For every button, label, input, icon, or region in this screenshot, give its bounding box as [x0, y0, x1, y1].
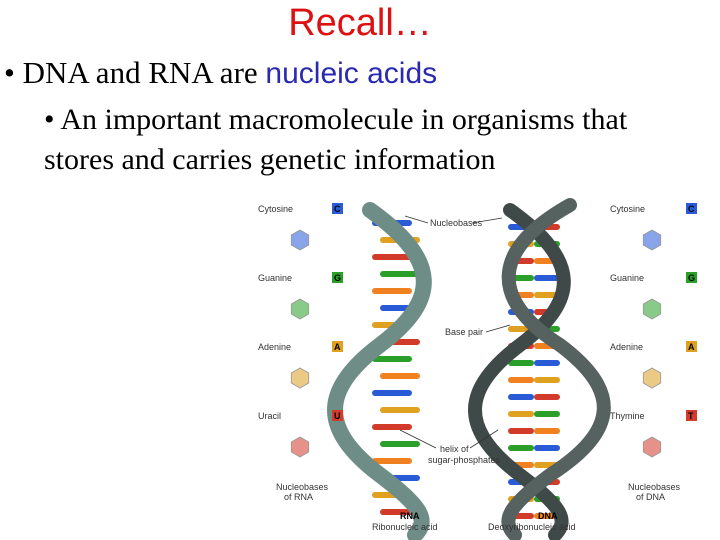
nucleobase-molecule: [642, 436, 662, 458]
dna-base-rung: [508, 360, 534, 366]
nucleobase-letter: A: [334, 342, 341, 352]
nucleobase-letter: C: [334, 204, 341, 214]
rna-base-rungs: [372, 220, 420, 515]
nucleobase-letter: U: [334, 411, 341, 421]
rna-base-rung: [372, 458, 412, 464]
rna-base-rung: [372, 288, 412, 294]
dna-base-rung: [534, 360, 560, 366]
rna-nucleobases-label: Nucleobases: [276, 482, 329, 492]
nucleobases-label: Nucleobases: [430, 218, 483, 228]
dna-full-label: Deoxyribonucleic acid: [488, 522, 576, 532]
nucleobase-badge: [332, 410, 343, 421]
dna-base-rung: [534, 377, 560, 383]
dna-base-rung: [534, 394, 560, 400]
rna-full-label: Ribonucleic acid: [372, 522, 438, 532]
helix-label: helix of: [440, 444, 469, 454]
nucleobase-badge: [686, 272, 697, 283]
nucleobase-name: Uracil: [258, 411, 281, 421]
dna-nucleobase-thymine: Thymine T: [610, 410, 697, 458]
dna-nucleobases-label: Nucleobases: [628, 482, 681, 492]
nucleobase-badge: [686, 410, 697, 421]
dna-nucleobase-adenine: Adenine A: [610, 341, 697, 389]
rna-nucleobases-label-2: of RNA: [284, 492, 313, 502]
nucleobase-molecule: [290, 298, 310, 320]
dna-base-rung: [534, 411, 560, 417]
dna-base-rung: [508, 411, 534, 417]
rna-label: RNA: [400, 511, 420, 521]
dna-base-rung: [508, 377, 534, 383]
rna-nucleobase-adenine: Adenine A: [258, 341, 343, 389]
nucleobase-letter: A: [688, 342, 695, 352]
base-pair-label: Base pair: [445, 327, 483, 337]
rna-base-rung: [372, 254, 412, 260]
rna-base-rung: [380, 441, 420, 447]
rna-base-rung: [380, 373, 420, 379]
dna-base-rung: [508, 445, 534, 451]
dna-base-rung: [534, 275, 560, 281]
dna-base-rung: [508, 428, 534, 434]
nucleic-acids-term: nucleic acids: [265, 57, 438, 90]
rna-nucleobase-list: Cytosine C Guanine G Adenine A Uracil U: [258, 203, 343, 458]
slide-title: Recall…: [288, 2, 432, 44]
dna-nucleobase-cytosine: Cytosine C: [610, 203, 697, 251]
dna-base-rung: [534, 428, 560, 434]
rna-base-rung: [372, 390, 412, 396]
dna-base-rung: [534, 445, 560, 451]
nucleobase-molecule: [642, 298, 662, 320]
nucleobase-molecule: [642, 229, 662, 251]
rna-nucleobase-cytosine: Cytosine C: [258, 203, 343, 251]
nucleobase-badge: [332, 203, 343, 214]
dna-base-rung: [534, 292, 560, 298]
nucleobase-badge: [686, 203, 697, 214]
nucleobase-molecule: [290, 436, 310, 458]
nucleobase-name: Cytosine: [610, 204, 645, 214]
bullet-line-1-text: • DNA and RNA are: [4, 55, 266, 90]
rna-base-rung: [372, 356, 412, 362]
dna-nucleobase-guanine: Guanine G: [610, 272, 697, 320]
nucleobase-letter: G: [334, 273, 341, 283]
nucleobase-name: Cytosine: [258, 204, 293, 214]
rna-base-rung: [380, 271, 420, 277]
rna-base-rung: [372, 424, 412, 430]
nucleobase-badge: [686, 341, 697, 352]
bullet-line-1: • DNA and RNA are nucleic acids: [4, 55, 437, 91]
rna-base-rung: [380, 407, 420, 413]
nucleobase-molecule: [290, 367, 310, 389]
nucleobase-name: Adenine: [258, 342, 291, 352]
nucleobase-badge: [332, 341, 343, 352]
dna-nucleobases-label-2: of DNA: [636, 492, 665, 502]
dna-label: DNA: [538, 511, 558, 521]
nucleobase-molecule: [642, 367, 662, 389]
nucleobase-name: Thymine: [610, 411, 645, 421]
nucleobase-name: Adenine: [610, 342, 643, 352]
rna-nucleobase-uracil: Uracil U: [258, 410, 343, 458]
dna-rna-figure: Nucleobases Base pair helix of sugar-pho…: [258, 198, 697, 540]
rna-nucleobase-guanine: Guanine G: [258, 272, 343, 320]
dna-base-rung: [508, 394, 534, 400]
dna-backbone-2: [501, 198, 611, 540]
helix-label-2: sugar-phosphates: [428, 455, 501, 465]
nucleobase-letter: T: [688, 411, 694, 421]
nucleobase-letter: G: [688, 273, 695, 283]
nucleobase-letter: C: [688, 204, 695, 214]
bullet-line-2: • An important macromolecule in organism…: [44, 103, 628, 176]
nucleobase-molecule: [290, 229, 310, 251]
nucleobase-name: Guanine: [258, 273, 292, 283]
dna-nucleobase-list: Cytosine C Guanine G Adenine A Thymine T: [610, 203, 697, 458]
nucleobase-badge: [332, 272, 343, 283]
nucleobase-name: Guanine: [610, 273, 644, 283]
rna-backbone: [327, 202, 432, 540]
dna-backbone-1: [468, 203, 571, 540]
